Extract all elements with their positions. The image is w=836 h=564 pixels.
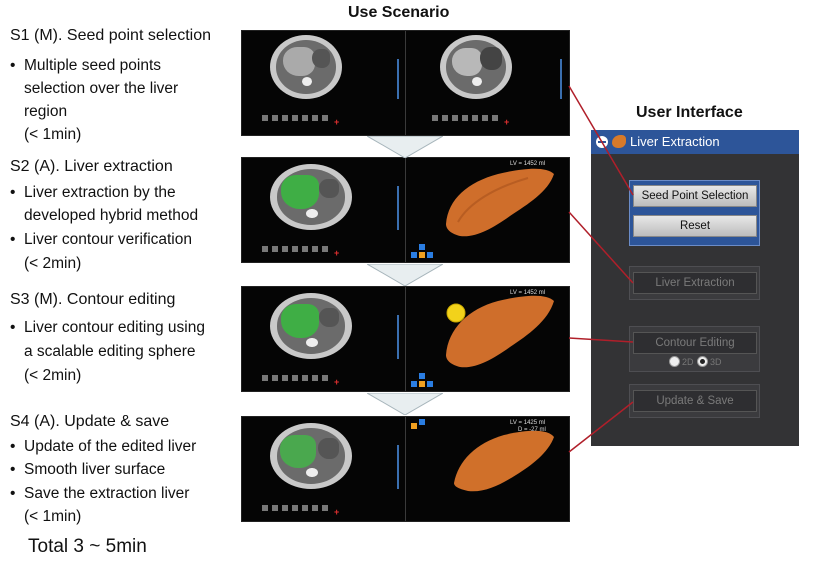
radio-2d-label: 2D bbox=[682, 357, 694, 367]
ct-slice bbox=[270, 35, 342, 99]
step2-bullet1: Liver extraction by the bbox=[10, 181, 176, 204]
ct-slice-segmented bbox=[270, 164, 352, 230]
ct-slice-updated bbox=[270, 423, 352, 489]
arrow-down-1 bbox=[367, 136, 443, 158]
step1-bullet1: Multiple seed points bbox=[10, 54, 161, 77]
connector-update bbox=[568, 401, 634, 453]
step1-title: S1 (M). Seed point selection bbox=[10, 27, 211, 44]
step3-title: S3 (M). Contour editing bbox=[10, 291, 176, 308]
reset-button[interactable]: Reset bbox=[633, 215, 757, 237]
editing-sphere bbox=[446, 303, 466, 323]
step2-title: S2 (A). Liver extraction bbox=[10, 158, 173, 175]
step2-bullet1-cont: developed hybrid method bbox=[24, 207, 199, 224]
step4-title: S4 (A). Update & save bbox=[10, 413, 170, 430]
connector-contour bbox=[568, 337, 634, 343]
panel-header: Liver Extraction bbox=[591, 130, 799, 154]
contour-editing-button[interactable]: Contour Editing bbox=[633, 332, 757, 354]
connector-extraction bbox=[568, 211, 634, 284]
panel-title: Liver Extraction bbox=[630, 134, 720, 149]
volume-difference-label: D = -27 ml bbox=[518, 427, 546, 433]
use-scenario-heading: Use Scenario bbox=[348, 4, 450, 21]
screenshot-update-save: + LV = 1425 ml D = -27 ml bbox=[241, 416, 570, 522]
connector-seed bbox=[568, 85, 634, 196]
liver-3d-smoothed bbox=[454, 430, 554, 492]
step3-time: (< 2min) bbox=[24, 367, 82, 384]
total-time: Total 3 ~ 5min bbox=[28, 536, 147, 557]
liver-volume-label: LV = 1452 ml bbox=[510, 161, 546, 167]
screenshot-liver-extraction: + LV = 1452 ml bbox=[241, 157, 570, 263]
liver-3d-editing bbox=[446, 295, 554, 368]
step1-bullet1-cont: selection over the liver bbox=[24, 80, 179, 97]
step4-bullet3: Save the extraction liver bbox=[10, 482, 189, 505]
liver-volume-label-3: LV = 1452 ml bbox=[510, 290, 546, 296]
screenshot-contour-editing: + LV = 1452 ml bbox=[241, 286, 570, 392]
step2-bullet2: Liver contour verification bbox=[10, 228, 192, 251]
user-interface-heading: User Interface bbox=[636, 104, 743, 121]
update-save-button[interactable]: Update & Save bbox=[633, 390, 757, 412]
ct-slice-2 bbox=[440, 35, 512, 99]
liver-icon bbox=[612, 135, 626, 148]
step4-bullet2: Smooth liver surface bbox=[10, 458, 165, 481]
seed-point-selection-button[interactable]: Seed Point Selection bbox=[633, 185, 757, 207]
ct-slice-editing bbox=[270, 293, 352, 359]
radio-3d-label: 3D bbox=[710, 357, 722, 367]
screenshot-seed-selection: + + bbox=[241, 30, 570, 136]
step4-time: (< 1min) bbox=[24, 508, 82, 525]
step3-bullet1-cont: a scalable editing sphere bbox=[24, 343, 196, 360]
radio-2d[interactable] bbox=[669, 356, 680, 367]
liver-volume-label-4: LV = 1425 ml bbox=[510, 420, 546, 426]
step2-time: (< 2min) bbox=[24, 255, 82, 272]
liver-extraction-button[interactable]: Liver Extraction bbox=[633, 272, 757, 294]
liver-3d-model bbox=[446, 168, 554, 237]
step4-bullet1: Update of the edited liver bbox=[10, 435, 196, 458]
arrow-down-2 bbox=[367, 264, 443, 286]
step3-bullet1: Liver contour editing using bbox=[10, 316, 205, 339]
arrow-down-3 bbox=[367, 393, 443, 415]
liver-extraction-panel: Liver Extraction Seed Point Selection Re… bbox=[591, 130, 799, 446]
step1-bullet1-cont2: region bbox=[24, 103, 68, 120]
step1-time: (< 1min) bbox=[24, 126, 82, 143]
radio-3d[interactable] bbox=[697, 356, 708, 367]
